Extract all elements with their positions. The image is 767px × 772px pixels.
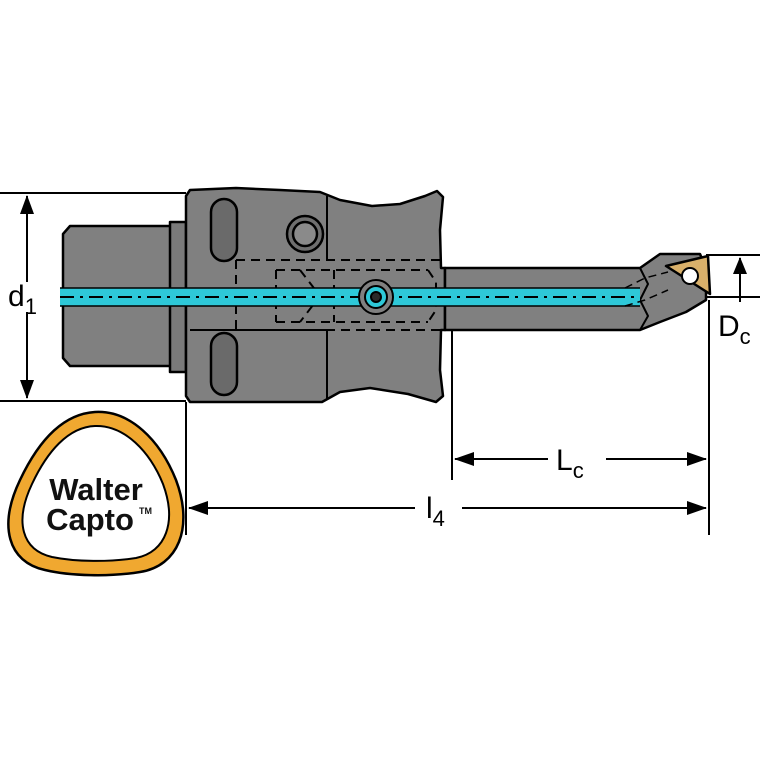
dim-label-d1: d1 xyxy=(8,280,37,319)
logo-trademark: TM xyxy=(139,506,152,516)
coolant-channel xyxy=(60,271,669,307)
dim-label-dc: Dc xyxy=(718,310,751,349)
center-screw xyxy=(358,279,394,315)
dimension-arrows xyxy=(20,195,747,515)
logo-text-capto: Capto xyxy=(46,502,134,537)
clamp-slot-upper xyxy=(209,197,239,263)
logo-inner-ring xyxy=(21,424,170,562)
clamp-slot-lower xyxy=(209,331,239,397)
hidden-lines xyxy=(235,259,440,331)
logo-text-walter: Walter xyxy=(49,472,143,507)
dim-label-l4: l4 xyxy=(426,492,445,531)
dim-label-lc: Lc xyxy=(556,444,584,483)
walter-capto-logo: Walter Capto TM xyxy=(7,410,185,577)
